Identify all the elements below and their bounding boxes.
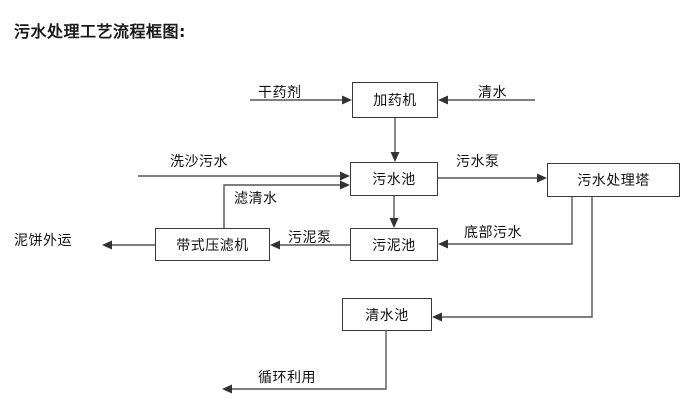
node-sewage-pool[interactable]: 污水池 <box>350 162 438 196</box>
edge-sand-wash-arrowhead <box>340 171 350 181</box>
edge-tower-to-clear-line <box>440 197 593 318</box>
edge-filtrate-arrowhead <box>340 180 350 190</box>
terminal-mud-cake-out: 泥饼外运 <box>14 233 72 249</box>
edge-label-sand-wash-sewage: 洗沙污水 <box>170 154 228 170</box>
node-label: 污泥池 <box>372 237 416 254</box>
node-dosing-machine[interactable]: 加药机 <box>352 82 438 118</box>
edge-label-bottom-sewage: 底部污水 <box>464 225 522 241</box>
edge-tower-to-clear-arrowhead <box>432 312 442 322</box>
edge-label-filtrate-water: 滤清水 <box>234 191 278 207</box>
edge-label-clean-water: 清水 <box>478 85 507 101</box>
edge-clean-water-arrowhead <box>438 95 448 105</box>
edge-recycle-arrowhead <box>222 384 232 394</box>
node-clear-water-pool[interactable]: 清水池 <box>342 298 432 331</box>
node-label: 带式压滤机 <box>176 237 249 254</box>
node-belt-press[interactable]: 带式压滤机 <box>155 228 270 261</box>
edge-label-sludge-pump: 污泥泵 <box>288 230 332 246</box>
edge-label-sewage-pump: 污水泵 <box>456 154 500 170</box>
node-treatment-tower[interactable]: 污水处理塔 <box>547 163 680 197</box>
edge-sewage-pump-arrowhead <box>537 173 547 183</box>
edge-bottom-sewage-arrowhead <box>438 239 448 249</box>
edge-dry-agent-arrowhead <box>342 95 352 105</box>
edge-sludge-pump-arrowhead <box>270 240 280 250</box>
node-label: 污水处理塔 <box>577 173 650 189</box>
edge-mud-cake-arrowhead <box>102 240 112 250</box>
node-label: 污水池 <box>372 172 416 188</box>
edge-label-dry-agent: 干药剂 <box>258 85 302 101</box>
edge-dosing-to-sewage-arrowhead <box>390 152 400 162</box>
page-title: 污水处理工艺流程框图: <box>14 22 186 41</box>
edge-sewage-to-sludge-arrowhead <box>389 218 399 228</box>
node-label: 加药机 <box>373 93 417 109</box>
edge-label-recycle-use: 循环利用 <box>258 370 316 386</box>
node-sludge-pool[interactable]: 污泥池 <box>350 228 438 261</box>
node-label: 清水池 <box>365 307 409 324</box>
